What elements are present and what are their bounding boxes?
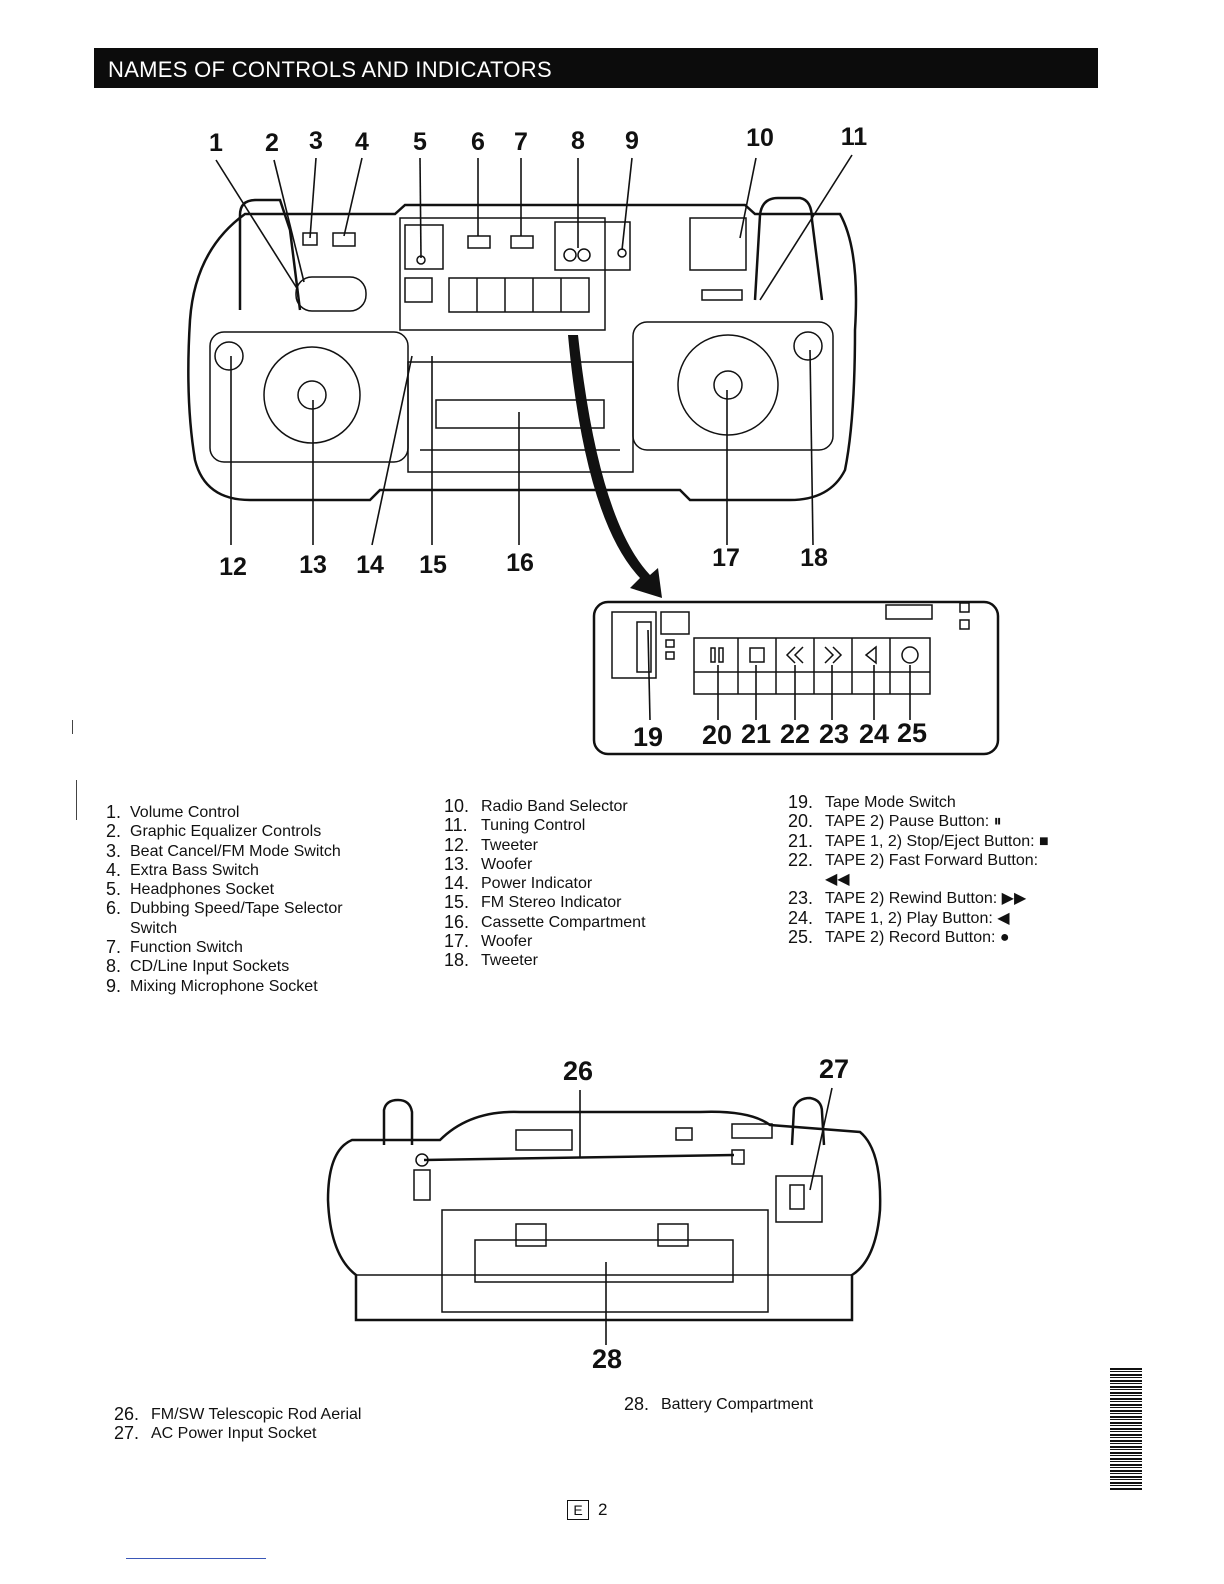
- list-item: 22.TAPE 2) Fast Forward Button:: [788, 849, 1039, 870]
- list-item: 4.Extra Bass Switch: [106, 859, 259, 880]
- right-handle: [753, 196, 824, 301]
- list-item: 19.Tape Mode Switch: [788, 792, 956, 812]
- section-title: NAMES OF CONTROLS AND INDICATORS: [94, 48, 1098, 88]
- left-handle: [238, 198, 302, 311]
- list-item: 26.FM/SW Telescopic Rod Aerial: [114, 1404, 362, 1424]
- bottom-rule: [126, 1558, 266, 1559]
- unit-body-outline: [187, 203, 858, 502]
- callout-13: 13: [299, 551, 327, 579]
- callout-24: 24: [859, 719, 889, 749]
- callout-21: 21: [741, 719, 771, 749]
- callout-11: 11: [841, 123, 868, 151]
- cassette-compartment: [407, 361, 634, 473]
- list-item: 20.TAPE 2) Pause Button: ⏸: [788, 811, 1002, 832]
- front-view-diagram: 1 2 3 4 5 6 7 8 9 10 11 12 13 14 15 16 1…: [187, 123, 1000, 756]
- callout-23: 23: [819, 719, 849, 749]
- list-item: 24.TAPE 1, 2) Play Button: ◀: [788, 907, 1010, 928]
- list-item: ◀◀: [825, 871, 850, 889]
- list-item: 12.Tweeter: [444, 834, 538, 855]
- list-item: 1.Volume Control: [106, 802, 240, 822]
- list-item: 11.Tuning Control: [444, 815, 586, 836]
- control-panel: [399, 217, 606, 331]
- play-icon: [864, 645, 877, 665]
- callout-16: 16: [506, 549, 534, 577]
- list-item: 5.Headphones Socket: [106, 879, 275, 900]
- list-item: 21.TAPE 1, 2) Stop/Eject Button: ■: [788, 830, 1049, 851]
- callout-8: 8: [571, 127, 585, 155]
- callout-1: 1: [209, 129, 223, 157]
- bottom-leader-lines: [230, 349, 814, 546]
- callout-numbers: 1 2 3 4 5 6 7 8 9 10 11 12 13 14 15 16 1…: [209, 123, 927, 752]
- callout-4: 4: [355, 128, 369, 156]
- list-item: 9.Mixing Microphone Socket: [106, 975, 318, 996]
- callout-27: 27: [819, 1054, 849, 1084]
- callout-7: 7: [514, 128, 528, 156]
- pause-icon: [710, 647, 724, 663]
- list-item: 15.FM Stereo Indicator: [444, 892, 622, 913]
- list-item: 2.Graphic Equalizer Controls: [106, 821, 322, 842]
- callout-19: 19: [633, 722, 663, 752]
- battery-compartment: [441, 1209, 769, 1313]
- list-item: 10.Radio Band Selector: [444, 796, 628, 816]
- language-box: E: [567, 1500, 589, 1520]
- callout-5: 5: [413, 128, 427, 156]
- rear-right-handle: [790, 1096, 826, 1146]
- left-woofer: [263, 346, 361, 444]
- right-tweeter: [793, 331, 823, 361]
- callout-9: 9: [625, 127, 639, 155]
- list-item: 27.AC Power Input Socket: [114, 1423, 317, 1444]
- zoom-arrow: [568, 335, 662, 598]
- callout-2: 2: [265, 129, 279, 157]
- rewind-icon: [824, 646, 843, 664]
- list-item: 23.TAPE 2) Rewind Button: ▶▶: [788, 888, 1027, 909]
- tape-controls-inset: [592, 600, 1000, 756]
- callout-3: 3: [309, 127, 323, 155]
- left-tweeter: [214, 341, 244, 371]
- list-item: 16.Cassette Compartment: [444, 911, 646, 932]
- rear-controls-list-left: 26.FM/SW Telescopic Rod Aerial 27.AC Pow…: [114, 1404, 434, 1444]
- right-woofer: [677, 334, 779, 436]
- callout-6: 6: [471, 128, 485, 156]
- callout-25: 25: [897, 718, 927, 748]
- callout-17: 17: [712, 544, 740, 572]
- callout-20: 20: [702, 720, 732, 750]
- rear-left-handle: [382, 1098, 414, 1145]
- callout-22: 22: [780, 719, 810, 749]
- rear-body-outline: [326, 1110, 882, 1322]
- list-item: 28.Battery Compartment: [624, 1394, 814, 1414]
- front-controls-list-col2: 10.Radio Band Selector 11.Tuning Control…: [444, 796, 744, 971]
- callout-26: 26: [563, 1056, 593, 1086]
- tape-controls-list-col3: 19.Tape Mode Switch 20.TAPE 2) Pause But…: [788, 792, 1108, 948]
- record-icon: [901, 646, 919, 664]
- callout-28: 28: [592, 1344, 622, 1374]
- page-footer: E 2: [567, 1500, 607, 1520]
- list-item: 17.Woofer: [444, 931, 533, 952]
- rear-controls-list-right: 28.Battery Compartment: [624, 1394, 884, 1414]
- top-leader-lines: [215, 154, 853, 301]
- tape-button-row: [693, 637, 931, 695]
- front-controls-list-col1: 1.Volume Control 2.Graphic Equalizer Con…: [106, 802, 406, 996]
- list-item: 7.Function Switch: [106, 937, 243, 958]
- list-item: 14.Power Indicator: [444, 873, 593, 894]
- callout-18: 18: [800, 544, 828, 572]
- list-item: 25.TAPE 2) Record Button: ●: [788, 927, 1010, 948]
- fast-forward-icon: [785, 646, 804, 664]
- list-item: 13.Woofer: [444, 853, 533, 874]
- callout-12: 12: [219, 553, 247, 581]
- inset-leader-lines: [647, 629, 911, 721]
- callout-15: 15: [419, 551, 447, 579]
- callout-14: 14: [356, 551, 384, 579]
- list-item: 3.Beat Cancel/FM Mode Switch: [106, 840, 341, 861]
- telescopic-rod-aerial: [423, 1153, 735, 1162]
- list-item: 8.CD/Line Input Sockets: [106, 956, 290, 977]
- callout-10: 10: [746, 124, 774, 152]
- ac-power-socket: [775, 1175, 823, 1223]
- barcode: [1110, 1368, 1142, 1490]
- stop-icon: [749, 647, 765, 663]
- list-item: 18.Tweeter: [444, 950, 538, 971]
- list-item: 6.Dubbing Speed/Tape Selector Switch: [106, 898, 343, 937]
- page-number: 2: [598, 1500, 608, 1519]
